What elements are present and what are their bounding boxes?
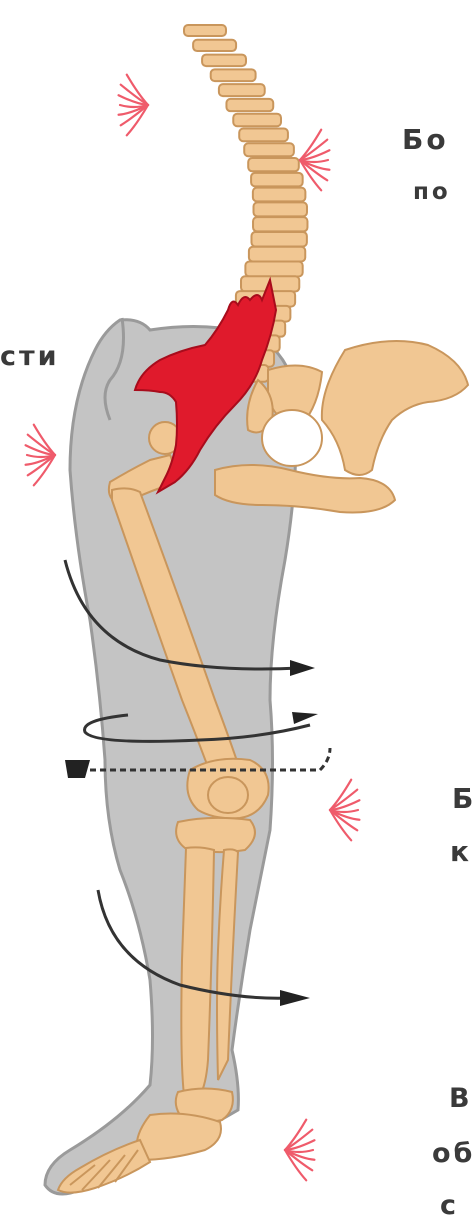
patella [208, 777, 248, 813]
vertebra [211, 69, 256, 81]
label-left: сти [0, 343, 60, 370]
arrow-knee-loop-head [292, 712, 318, 724]
pain-mark-ankle [285, 1120, 314, 1181]
label-foot-line-1: В [449, 1085, 473, 1112]
arrow-knee-dashed-head [65, 760, 90, 778]
vertebra [248, 158, 299, 171]
label-top-line-2: по [413, 181, 451, 204]
vertebra [184, 25, 226, 36]
pain-mark-hip-left [26, 425, 55, 486]
iliac-wing [322, 341, 468, 475]
vertebra [251, 173, 303, 187]
vertebra [233, 114, 281, 127]
label-knee-line-2: к [450, 838, 472, 866]
tarsals [137, 1114, 221, 1160]
label-foot-line-2: об [432, 1140, 475, 1167]
label-knee-line-1: Б [452, 785, 475, 813]
vertebra [253, 188, 306, 202]
pain-mark-neck-right [300, 130, 329, 191]
vertebra [251, 232, 306, 247]
obturator-foramen [262, 410, 322, 466]
vertebra [202, 55, 246, 67]
arrow-shin-head [280, 990, 310, 1006]
label-top-line-1: Бо [402, 126, 449, 154]
vertebra [244, 143, 294, 156]
vertebra [245, 262, 302, 277]
pain-mark-knee [330, 780, 359, 841]
vertebra [226, 99, 273, 111]
vertebra [254, 202, 307, 216]
vertebra [219, 84, 265, 96]
vertebra [193, 40, 236, 51]
label-foot-line-3: с [440, 1192, 459, 1219]
pain-mark-neck-left [119, 75, 148, 136]
arrow-thigh-head [290, 660, 315, 676]
vertebra [253, 217, 307, 231]
vertebra [249, 247, 305, 262]
vertebra [239, 128, 288, 141]
